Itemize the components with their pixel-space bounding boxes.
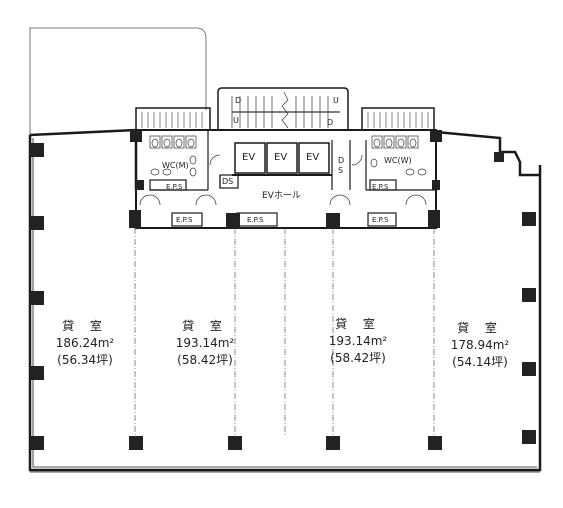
core-partitions <box>149 130 436 227</box>
room-label-2: 貸 室 193.14m² (58.42坪) <box>165 318 245 369</box>
eps-label-1: E.P.S <box>166 183 183 191</box>
room-name: 貸 室 <box>335 317 381 331</box>
columns <box>30 130 536 450</box>
toilet-fixtures <box>149 135 427 177</box>
stair-down-label-1: D <box>235 96 242 105</box>
room-tsubo: (58.42坪) <box>177 353 233 367</box>
room-area: 193.14m² <box>175 336 235 350</box>
room-area: 186.24m² <box>55 336 115 350</box>
side-stairs <box>141 112 429 128</box>
eps-label-4: E.P.S <box>372 183 389 191</box>
wc-women-label: WC(W) <box>384 156 412 165</box>
room-name: 貸 室 <box>182 319 228 333</box>
room-area: 193.14m² <box>328 334 388 348</box>
door-swings <box>139 154 427 206</box>
room-tsubo: (56.34坪) <box>57 353 113 367</box>
room-tsubo: (54.14坪) <box>452 355 508 369</box>
ds-vertical-d: D <box>338 156 345 165</box>
ev-label-3: EV <box>306 152 320 163</box>
stair-up-label-2: U <box>233 116 239 125</box>
eps-label-3: E.P.S <box>247 216 264 224</box>
room-name: 貸 室 <box>62 319 108 333</box>
stair-down-label-2: D <box>327 118 334 127</box>
core-walls <box>135 87 437 229</box>
room-label-3: 貸 室 193.14m² (58.42坪) <box>318 316 398 367</box>
ev-label-1: EV <box>242 152 256 163</box>
ev-label-2: EV <box>274 152 288 163</box>
eps-label-2: E.P.S <box>176 216 193 224</box>
ds-label: DS <box>222 177 234 186</box>
upper-outline <box>29 27 207 135</box>
wc-men-label: WC(M) <box>162 161 189 170</box>
room-label-1: 貸 室 186.24m² (56.34坪) <box>45 318 125 369</box>
room-label-4: 貸 室 178.94m² (54.14坪) <box>440 320 520 371</box>
tenant-divisions <box>134 228 435 436</box>
room-tsubo: (58.42坪) <box>330 351 386 365</box>
room-area: 178.94m² <box>450 338 510 352</box>
elevator-shafts <box>232 142 332 176</box>
stair-treads <box>231 91 340 129</box>
eps-label-5: E.P.S <box>372 216 389 224</box>
ds-vertical-s: S <box>338 166 344 175</box>
stair-up-label-1: U <box>333 96 339 105</box>
room-name: 貸 室 <box>457 321 503 335</box>
ev-hall-label: EVホール <box>262 191 301 201</box>
